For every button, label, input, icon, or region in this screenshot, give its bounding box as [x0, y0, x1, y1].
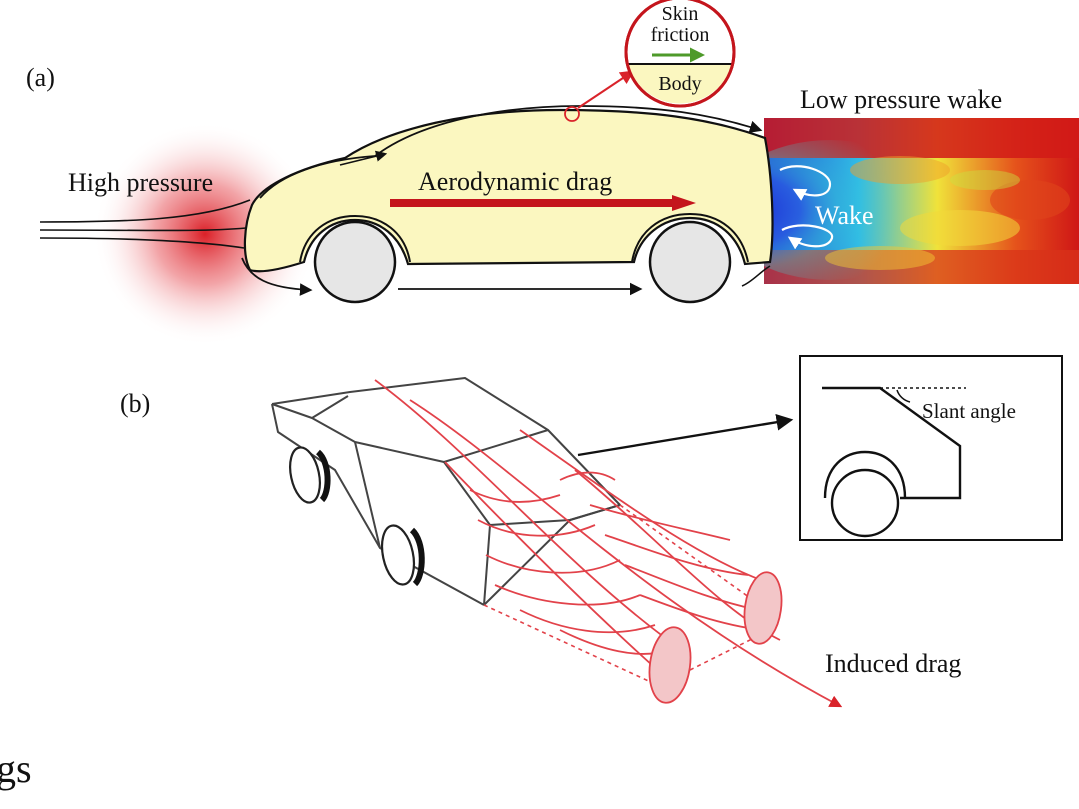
car-3d-sketch	[271, 377, 621, 606]
wake-label: Wake	[815, 201, 874, 230]
wake-vortex-arrows	[779, 165, 834, 250]
aerodynamic-drag-label: Aerodynamic drag	[418, 167, 612, 196]
skin-friction-pointer	[577, 70, 635, 109]
skin-friction-inset: Skin friction Body	[624, 0, 736, 108]
vortex-end-discs	[648, 571, 783, 704]
rear-underflow	[741, 265, 771, 287]
induced-drag-label: Induced drag	[825, 649, 961, 678]
slant-angle-inset: Slant angle	[799, 355, 1063, 541]
front-underflow	[241, 257, 313, 296]
roof-arrow-mid	[339, 150, 388, 166]
cropped-text-fragment: gs	[0, 746, 32, 791]
panel-b: (b)	[120, 355, 1063, 708]
wake-field	[764, 118, 1079, 284]
slant-angle-label: Slant angle	[922, 399, 1016, 423]
skin-friction-marker	[564, 106, 580, 122]
rear-wheel	[631, 212, 749, 304]
trailing-vortices	[374, 379, 843, 708]
high-pressure-glow	[93, 122, 317, 346]
skin-friction-line1: Skin	[662, 3, 699, 25]
skin-friction-line2: friction	[651, 24, 710, 46]
low-pressure-wake-label: Low pressure wake	[800, 85, 1002, 114]
panel-a: (a)	[26, 0, 1079, 346]
car-3d-wheels	[289, 446, 425, 587]
panel-a-label: (a)	[26, 63, 55, 92]
panel-b-label: (b)	[120, 389, 150, 418]
body-label: Body	[658, 73, 701, 95]
incoming-streamlines	[39, 199, 251, 249]
vortex-wake-outline	[483, 504, 771, 691]
front-wheel	[299, 214, 411, 304]
roof-streamline	[259, 105, 763, 199]
aerodynamic-drag-arrow	[390, 195, 696, 211]
high-pressure-label: High pressure	[68, 168, 213, 197]
slant-pointer	[577, 413, 794, 457]
